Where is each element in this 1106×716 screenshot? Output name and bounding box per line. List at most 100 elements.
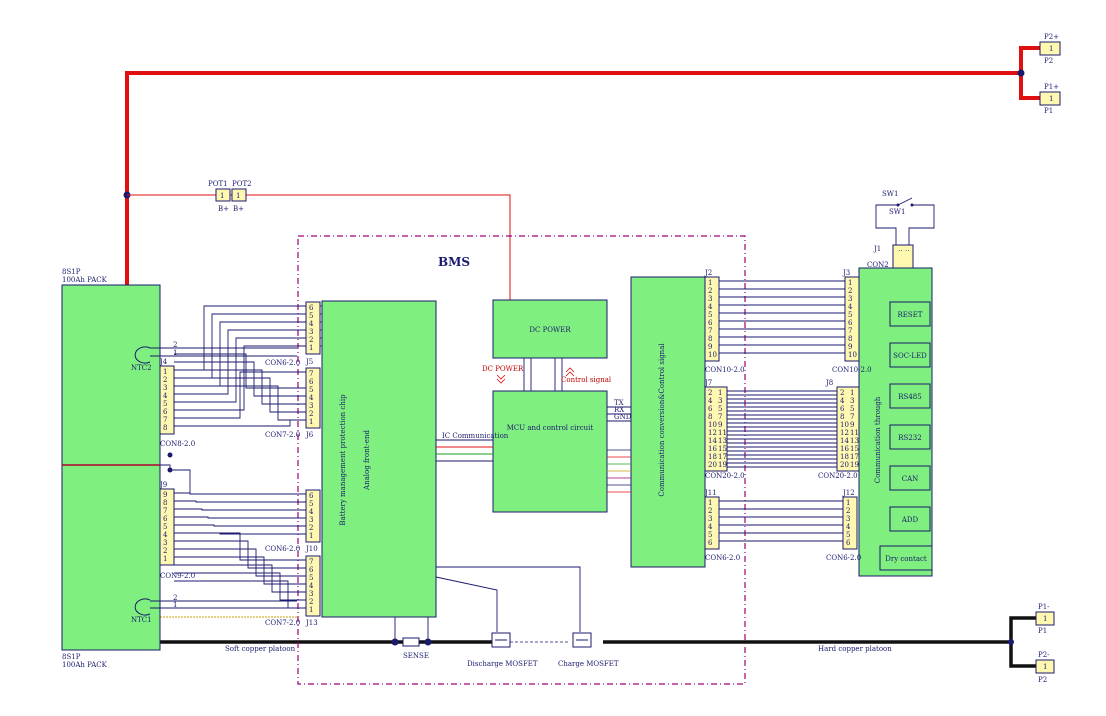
j4-pin: 5 <box>163 400 167 408</box>
svg-text:B+: B+ <box>218 205 229 213</box>
reset-button[interactable] <box>889 301 931 327</box>
svg-text:TX: TX <box>614 399 624 407</box>
j13-ref: J13 <box>305 619 318 627</box>
j12-ref: J12 <box>842 489 855 497</box>
j3-pin: 5 <box>848 311 852 319</box>
j7-pin: 8 <box>708 413 712 421</box>
terminal-p1-plus: 1 P1+ P1 <box>1039 83 1061 115</box>
junction-dot <box>167 467 173 473</box>
signal-wire <box>174 361 306 397</box>
svg-text:Communication conversion&Contr: Communication conversion&Control signal <box>658 343 666 497</box>
j10-type: CON6-2.0 <box>265 545 300 553</box>
can-port[interactable] <box>889 465 931 491</box>
j7-pin-b: 17 <box>718 453 727 461</box>
j7-ref: J7 <box>704 379 712 387</box>
j11-body <box>704 496 720 550</box>
add-button[interactable] <box>889 506 931 532</box>
j11-ref: J11 <box>704 489 717 497</box>
j9-body <box>159 488 175 566</box>
signal-wire <box>174 419 306 427</box>
j8-pin: 8 <box>840 413 844 421</box>
dc-power-block: DC POWER <box>492 299 608 359</box>
connector-j1: ⋅⋅ ⋅⋅ J1 CON2 <box>867 244 914 269</box>
j8-pin: 10 <box>840 421 849 429</box>
j7-pin: 18 <box>708 453 717 461</box>
pot-connectors: 1 1 POT1 POT2 B+ B+ <box>208 180 252 213</box>
svg-text:SW1: SW1 <box>889 208 905 216</box>
j12-pin: 5 <box>846 531 850 539</box>
j4-pin: 4 <box>163 392 168 400</box>
ntc1-sensor: 2 1 NTC1 <box>131 594 297 624</box>
j13-pin: 4 <box>309 582 314 590</box>
signal-wire <box>174 524 306 527</box>
rs485-port[interactable] <box>889 383 931 409</box>
rs232-port[interactable] <box>889 424 931 450</box>
j8-pin: 14 <box>840 437 849 445</box>
svg-text:GND: GND <box>614 413 632 421</box>
ntc2-label: NTC2 <box>131 364 152 372</box>
j6-pin: 6 <box>309 378 314 386</box>
j5-type: CON6-2.0 <box>265 359 300 367</box>
j7-pin: 14 <box>708 437 717 445</box>
j5-pin: 4 <box>309 320 314 328</box>
function-buttons: RESET SOC-LED RS485 RS232 CAN ADD Dry co… <box>879 301 933 571</box>
j12-type: CON6-2.0 <box>826 554 861 562</box>
j10-pin: 4 <box>309 508 314 516</box>
j4-pin: 7 <box>163 416 167 424</box>
terminal-p2-minus: 1 P2- P2 <box>1035 651 1055 684</box>
j3-pin: 3 <box>848 295 852 303</box>
signal-wire <box>174 353 306 389</box>
comm-conversion-block: Communication conversion&Control signal <box>630 276 706 568</box>
j2-type: CON10-2.0 <box>705 366 745 374</box>
j4-pin: 6 <box>163 408 168 416</box>
j4-pin: 1 <box>163 368 167 376</box>
j5-body <box>305 301 321 355</box>
j7-pin-b: 11 <box>718 429 727 437</box>
net-label: P2+ <box>1044 33 1059 41</box>
dry-contact-port[interactable] <box>879 545 933 571</box>
svg-text:RS232: RS232 <box>898 434 921 442</box>
j3-pin: 1 <box>848 279 852 287</box>
pack-capacity: 100Ah PACK <box>62 276 108 284</box>
svg-text:CON2: CON2 <box>867 261 889 269</box>
j5-pin: 3 <box>309 328 313 336</box>
signal-wire <box>174 580 306 609</box>
j9-ref: J9 <box>159 481 167 489</box>
dc-power-signal: DC POWER <box>482 365 524 373</box>
j8-type: CON20-2.0 <box>818 472 858 480</box>
j9-pin: 4 <box>163 531 168 539</box>
control-signal-label: Control signal <box>561 376 612 384</box>
svg-text:IC Communication: IC Communication <box>442 432 509 440</box>
switch-sw1: SW1 SW1 <box>875 190 935 245</box>
j7-pin-b: 1 <box>718 389 722 397</box>
j9-pin: 2 <box>163 547 167 555</box>
j7-type: CON20-2.0 <box>705 472 745 480</box>
j7-pin: 12 <box>708 429 717 437</box>
pack-label: 8S1P <box>62 268 81 276</box>
afe-sublabel: Analog front-end <box>363 430 371 491</box>
j12-pin: 4 <box>846 523 851 531</box>
j4-type: CON8-2.0 <box>160 440 195 448</box>
j2-pin: 4 <box>708 303 713 311</box>
j8-pin: 12 <box>840 429 849 437</box>
j9-pin: 7 <box>163 507 167 515</box>
j13-type: CON7-2.0 <box>265 619 300 627</box>
j5-ref: J5 <box>305 358 313 366</box>
svg-text:RS485: RS485 <box>898 393 921 401</box>
signal-wire <box>174 564 306 593</box>
j10-pin: 6 <box>309 492 314 500</box>
signal-wire <box>174 508 306 511</box>
signal-wire <box>174 548 306 577</box>
j13-pin: 6 <box>309 566 314 574</box>
j5-pin: 5 <box>309 312 313 320</box>
soc-led-button[interactable] <box>889 342 931 368</box>
j10-body <box>305 489 321 543</box>
j7-pin: 6 <box>708 405 713 413</box>
j13-pin: 1 <box>309 606 313 614</box>
j7-pin-b: 3 <box>718 397 722 405</box>
svg-text:2: 2 <box>173 594 177 602</box>
svg-text:CAN: CAN <box>902 475 919 483</box>
ref-label: P1 <box>1038 627 1047 635</box>
pot2-label: POT2 <box>232 180 252 188</box>
